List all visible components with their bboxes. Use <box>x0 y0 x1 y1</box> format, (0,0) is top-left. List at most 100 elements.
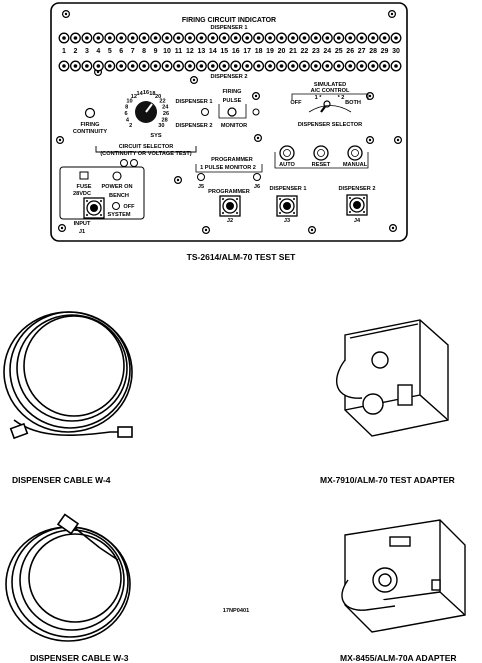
indicator-number: 8 <box>142 48 146 55</box>
reset-label: RESET <box>312 162 331 168</box>
dispenser2-row-label: DISPENSER 2 <box>211 74 248 80</box>
adapter-7910-caption: MX-7910/ALM-70 TEST ADAPTER <box>320 475 455 485</box>
indicator-number: 18 <box>255 48 263 55</box>
panel-screw-center <box>391 226 395 230</box>
indicator-number: 5 <box>108 48 112 55</box>
dispenser-select-switch[interactable] <box>201 108 209 116</box>
off-label: OFF <box>290 100 302 106</box>
adapter-8455-caption: MX-8455/ALM-70A ADAPTER <box>340 653 457 663</box>
j2-connector[interactable] <box>219 195 241 217</box>
j3-connector[interactable] <box>276 195 298 217</box>
circuit-selector-label: CIRCUIT SELECTOR <box>119 144 174 150</box>
j4-connector[interactable] <box>346 194 368 216</box>
panel-screw-center <box>254 94 258 98</box>
dispenser1-lamp-center <box>382 36 387 40</box>
manual-label: MANUAL <box>343 162 368 168</box>
one-star-label: 1 * <box>315 95 323 101</box>
j1-connector[interactable] <box>83 197 105 219</box>
dispenser2-lamp-center <box>394 64 398 68</box>
dispenser1-lamp-center <box>199 36 204 40</box>
cable-w3-caption: DISPENSER CABLE W-3 <box>30 653 129 663</box>
dispenser1-lamp-center <box>142 36 146 40</box>
fuse-holder[interactable] <box>79 171 89 180</box>
panel-screw-center <box>58 138 62 142</box>
indicator-number: 3 <box>85 48 89 55</box>
simulated-bracket <box>291 93 369 100</box>
dispenser1-lamp-center <box>130 36 135 40</box>
firing-circuit-title: FIRING CIRCUIT INDICATOR <box>182 17 276 24</box>
dispenser1-lamp-center <box>359 36 364 40</box>
test-jack-left[interactable] <box>120 159 128 167</box>
monitor-jack[interactable] <box>252 108 260 116</box>
test-set-caption: TS-2614/ALM-70 TEST SET <box>187 252 296 262</box>
dial-number: 26 <box>163 111 169 117</box>
dispenser2-lamp-center <box>188 64 192 68</box>
indicator-number: 27 <box>358 48 366 55</box>
fuse-label: FUSE <box>77 184 92 190</box>
dispenser2-lamp-center <box>142 64 146 68</box>
j5-jack[interactable] <box>197 173 205 181</box>
dispenser2-lamp-center <box>165 64 169 68</box>
firing-continuity-lamp <box>84 107 96 119</box>
indicator-number: 28 <box>369 48 377 55</box>
dial-number: 20 <box>155 94 161 100</box>
j6-label: J6 <box>254 184 260 190</box>
pulse-monitor-label: 1 PULSE MONITOR 2 <box>200 165 256 171</box>
auto-button-cap <box>283 149 291 157</box>
circuit-selector-bracket <box>95 146 197 153</box>
dial-number: 14 <box>137 91 144 97</box>
off-switch-label: OFF <box>123 204 135 210</box>
dispenser1-lamp-center <box>73 36 78 40</box>
dial-number: 22 <box>159 99 165 105</box>
power-on-lamp <box>112 171 122 181</box>
dispenser1-row-label: DISPENSER 1 <box>211 25 248 31</box>
dispenser1-indicator-row <box>58 32 402 44</box>
dispenser2-lamp-center <box>96 64 101 68</box>
adapter-mx8455 <box>341 519 466 633</box>
manual-button-cap <box>351 149 359 157</box>
dial-number: 2 <box>129 123 132 129</box>
indicator-number: 21 <box>289 48 297 55</box>
pulse-label: PULSE <box>223 98 242 104</box>
indicator-number: 7 <box>131 48 135 55</box>
indicator-number: 16 <box>232 48 240 55</box>
bench-system-switch[interactable] <box>112 202 120 210</box>
dial-number: 24 <box>162 105 169 111</box>
dispenser1-lamp-center <box>107 36 112 40</box>
test-jack-right[interactable] <box>130 159 138 167</box>
dispenser1-lamp-center <box>394 36 398 40</box>
dispenser2-lamp-center <box>176 64 181 68</box>
dispenser1-lamp-center <box>336 36 341 40</box>
dispenser1-lamp-center <box>279 36 284 40</box>
circuit-selector-sub: (CONTINUITY OR VOLTAGE TEST) <box>100 151 191 157</box>
dispenser2-indicator-row <box>58 60 402 72</box>
ac-control-label: A/C CONTROL <box>311 88 350 94</box>
dial-number: 4 <box>126 117 130 123</box>
dispenser1-label: DISPENSER 1 <box>176 99 213 105</box>
dispenser2-lamp-center <box>348 64 353 68</box>
dispenser1-lamp-center <box>176 36 181 40</box>
firing-pulse-lamp <box>227 107 237 117</box>
dispenser-selector-arc <box>308 105 352 113</box>
system-label: SYSTEM <box>107 212 130 218</box>
programmer-top-label: PROGRAMMER <box>211 157 253 163</box>
firing-pulse-bracket <box>218 104 247 119</box>
dispenser1-lamp-center <box>371 36 375 40</box>
panel-screw-center <box>256 136 260 140</box>
j6-jack[interactable] <box>253 173 261 181</box>
dispenser2-lamp-center <box>233 64 238 68</box>
dispenser1-lamp-center <box>302 36 307 40</box>
dial-number: 6 <box>124 111 127 117</box>
indicator-number: 24 <box>323 48 331 55</box>
mount-screws <box>55 10 403 235</box>
j1-label: J1 <box>79 229 85 235</box>
dispenser2-lamp-center <box>359 64 364 68</box>
two-star-label: * 2 <box>338 95 345 101</box>
input-label: INPUT <box>74 221 91 227</box>
dispenser1-lamp-center <box>256 36 261 40</box>
dispenser2-lamp-center <box>325 64 330 68</box>
